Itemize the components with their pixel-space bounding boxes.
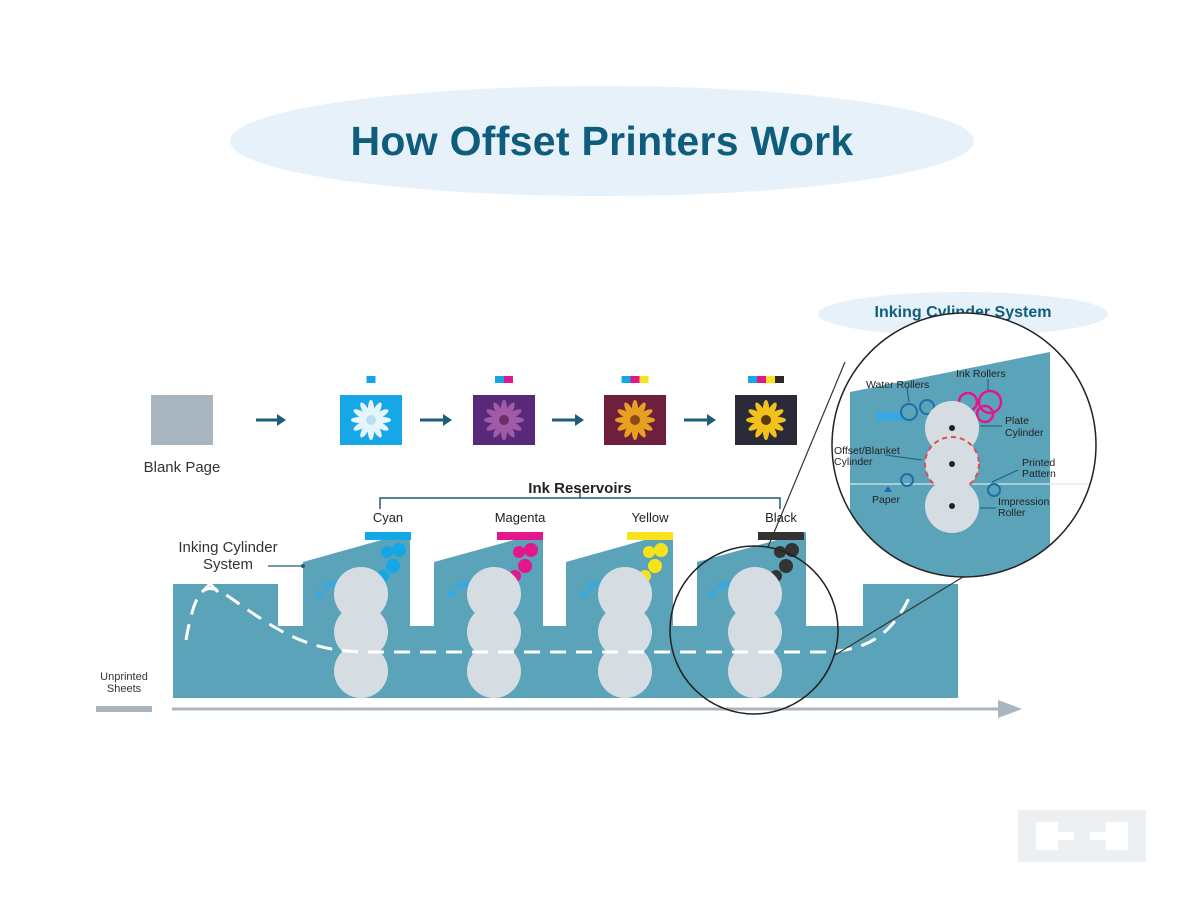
unprinted-sheets-label-line2: Sheets [107, 683, 142, 695]
stage-color-bar [504, 376, 513, 383]
impression-roller-label-line2: Roller [998, 507, 1026, 519]
blank-page [151, 395, 213, 445]
watermark-logo [1018, 810, 1146, 862]
offset-cylinder-label-line1: Offset/Blanket [834, 445, 900, 457]
cylinder [334, 567, 388, 621]
stage-card-magenta-pass [473, 376, 535, 445]
inset-detail [832, 313, 1096, 577]
press-unit-yellow: Yellow [579, 510, 673, 698]
cylinder [467, 567, 521, 621]
cylinder [334, 605, 388, 659]
ink-reservoir [497, 532, 543, 540]
cylinder [728, 567, 782, 621]
cylinder [334, 644, 388, 698]
stage-color-bar [621, 376, 631, 383]
press-unit-cyan: Cyan [315, 510, 411, 698]
stage-color-bar [495, 376, 504, 383]
ink-reservoir-label: Yellow [631, 510, 669, 525]
page-title: How Offset Printers Work [350, 118, 854, 164]
stage-color-bar [766, 376, 775, 383]
printed-pattern-label-line1: Printed [1022, 457, 1055, 469]
press-unit-magenta: Magenta [448, 510, 546, 698]
inking-system-label-line1: Inking Cylinder [178, 539, 277, 556]
stage-color-bar [366, 376, 376, 383]
ink-reservoir [758, 532, 804, 540]
ink-reservoir-label: Magenta [495, 510, 546, 525]
stage-card-black-pass [735, 376, 797, 445]
plate-cylinder-label-line1: Plate [1005, 415, 1029, 427]
paper-path [184, 587, 912, 654]
paper-label: Paper [872, 494, 901, 506]
cylinder [598, 567, 652, 621]
stage-color-bar [775, 376, 784, 383]
ink-reservoir-label: Cyan [373, 510, 403, 525]
plate-cylinder-label-line2: Cylinder [1005, 427, 1044, 439]
stage-card-cyan-pass [340, 376, 402, 445]
stage-color-bar [630, 376, 640, 383]
blank-page-label: Blank Page [144, 459, 221, 476]
cylinder [467, 605, 521, 659]
cylinder [728, 605, 782, 659]
cylinder [728, 644, 782, 698]
stage-card-yellow-pass [604, 376, 666, 445]
ink-reservoirs-bracket [379, 497, 781, 509]
ink-reservoir-label: Black [765, 510, 797, 525]
inking-system-label-line2: System [203, 556, 253, 573]
inset-border [831, 312, 1097, 578]
press-unit-black: Black [709, 510, 804, 698]
title-background [230, 86, 974, 196]
printed-pattern-label-line2: Pattern [1022, 468, 1056, 480]
ink-reservoir [627, 532, 673, 540]
ink-reservoirs-label: Ink Reservoirs [528, 480, 631, 497]
ink-rollers-label: Ink Rollers [956, 368, 1006, 380]
stage-color-bar [757, 376, 766, 383]
impression-roller-label-line1: Impression [998, 496, 1050, 508]
water-rollers-label: Water Rollers [866, 379, 929, 391]
stage-color-bar [748, 376, 757, 383]
cylinder [598, 605, 652, 659]
unprinted-sheets [96, 706, 152, 712]
offset-cylinder-label-line2: Cylinder [834, 456, 873, 468]
ink-reservoir [365, 532, 411, 540]
unprinted-sheets-label-line1: Unprinted [100, 671, 148, 683]
press-machine-body [173, 532, 958, 698]
stage-color-bar [639, 376, 649, 383]
zoom-circle [669, 545, 839, 715]
cylinder [598, 644, 652, 698]
cylinder [467, 644, 521, 698]
